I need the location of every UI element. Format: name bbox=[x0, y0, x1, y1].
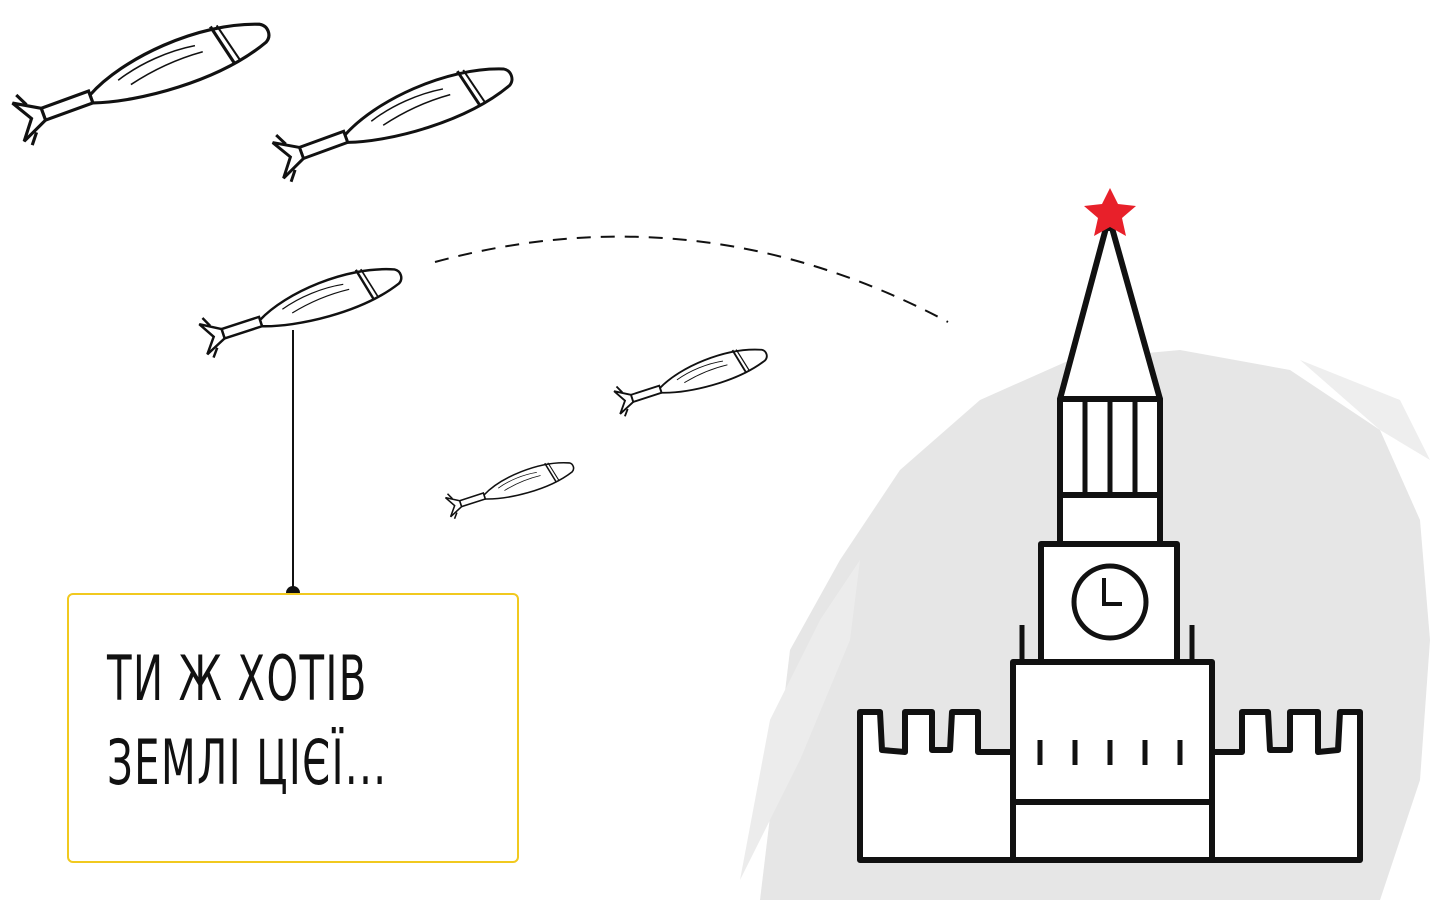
trajectory-dashed-line bbox=[434, 235, 949, 323]
mortar-shell-icon bbox=[442, 453, 579, 521]
caption-line-1: ТИ Ж ХОТІВ bbox=[107, 642, 368, 715]
red-star-icon bbox=[1084, 188, 1136, 236]
mortar-shell-icon bbox=[194, 254, 409, 361]
kremlin-tower-icon bbox=[857, 225, 1363, 863]
mortar-shell-icon bbox=[6, 5, 279, 149]
caption-line-2: ЗЕМЛІ ЦІЄЇ... bbox=[107, 726, 388, 799]
mortar-shell-icon bbox=[610, 338, 773, 419]
caption-box: ТИ Ж ХОТІВ ЗЕМЛІ ЦІЄЇ... bbox=[67, 593, 519, 863]
mortar-shell-icon bbox=[267, 51, 522, 186]
clock-icon bbox=[1071, 563, 1149, 641]
caption-text: ТИ Ж ХОТІВ ЗЕМЛІ ЦІЄЇ... bbox=[107, 637, 395, 805]
